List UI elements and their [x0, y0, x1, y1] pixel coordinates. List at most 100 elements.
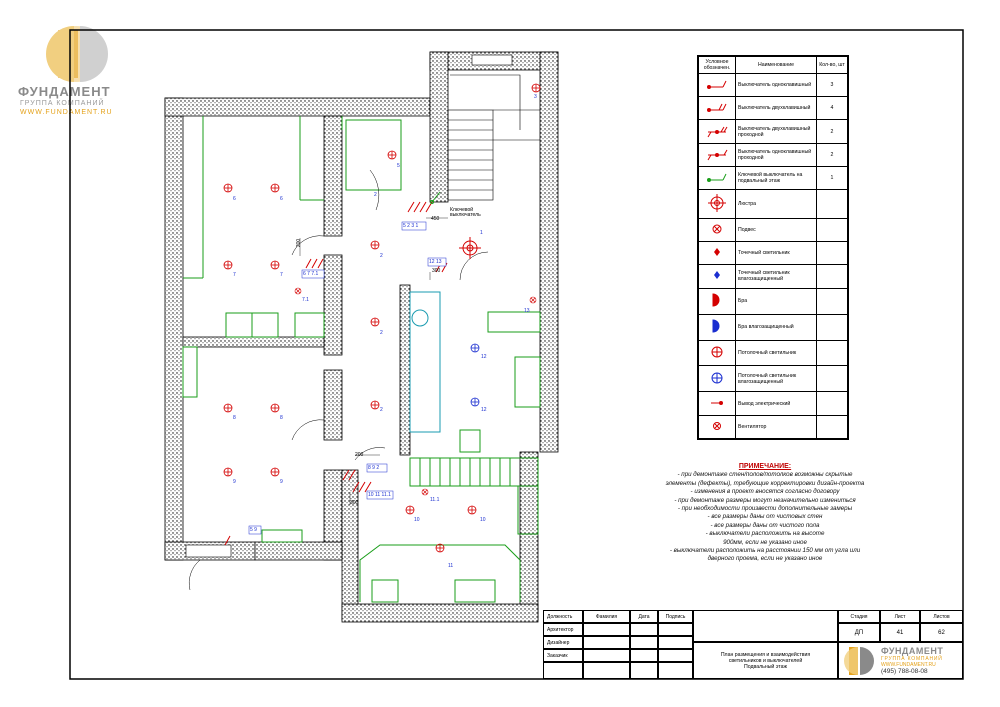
ceiling-light-waterproof-icon [711, 372, 723, 384]
note-line: элементы (дефекты), требующие корректиро… [665, 479, 865, 487]
legend-row: Вывод электрический [698, 391, 848, 416]
fan-icon [713, 421, 721, 430]
tb-label-position: Должность [543, 610, 583, 623]
switch-double-pass-icon [707, 126, 728, 137]
tb-brand-subtitle: ГРУППА КОМПАНИЙ [881, 656, 943, 662]
chandelier-icon [708, 194, 726, 213]
switch-icons [224, 201, 448, 546]
switch-single-pass-icon [707, 149, 728, 161]
key-switch-icon [430, 191, 441, 204]
switch-group-6: 5 9 [250, 527, 257, 533]
legend-row: Точечный светильник [698, 241, 848, 266]
fixture-number: 5 [397, 163, 400, 169]
tb-cell-empty [543, 662, 583, 679]
tb-cell-empty [630, 649, 658, 662]
key-switch-icon [707, 173, 727, 183]
tb-description-line: План размещения и взаимодействия [720, 651, 811, 658]
tb-description-line: светильников и выключателей [728, 657, 803, 664]
legend-row: Бра влагозащищенный [698, 313, 848, 341]
fixture-number: 11.1 [430, 497, 440, 503]
fixture-number: 10 [480, 517, 486, 523]
brand-subtitle: ГРУППА КОМПАНИЙ [20, 100, 105, 107]
legend-row: Потолочный светильник [698, 339, 848, 367]
ceiling-lights [223, 83, 541, 553]
switch-single-icon [707, 80, 727, 90]
ceiling-light-icon [711, 346, 723, 358]
dim-200-lower: 200 [355, 452, 364, 458]
walls [164, 51, 559, 623]
legend-row: Потолочный светильник влагозащищенный [698, 365, 848, 393]
fixture-number: 1 [480, 230, 483, 236]
tb-sheets-value: 62 [920, 623, 963, 642]
legend-row: Точечный светильник влагозащищенный [698, 264, 848, 289]
note-line: - при демонтаже стен/полов/потолков возм… [677, 471, 853, 479]
tb-stage-value: ДП [838, 623, 880, 642]
tb-header-signature: Подпись [658, 610, 693, 623]
window-top [471, 54, 513, 66]
tb-cell-empty [658, 649, 693, 662]
fixture-number: 9 [280, 479, 283, 485]
switch-group-5: 10 11 11.1 [368, 492, 391, 498]
tb-cell-empty [630, 623, 658, 636]
switch-group-3: 12 13 [429, 259, 442, 265]
logo-mark-icon [844, 646, 874, 675]
brand-website: WWW.FUNDAMENT.RU [20, 109, 113, 116]
fixture-number: 2 [380, 407, 383, 413]
fixture-number: 6 [233, 196, 236, 202]
switch-group-2: 6 7 7.1 [303, 271, 319, 277]
dim-300-lower: 300 [350, 500, 359, 506]
note-line: дверного проема, если не указано иное [707, 555, 823, 563]
fixture-number: 2 [380, 330, 383, 336]
note-line: - выключатели расположить на расстоянии … [669, 547, 861, 555]
spotlight-waterproof-icon [714, 271, 720, 280]
fixture-number: 3 [534, 94, 537, 100]
note-line: - при демонтаже размеры могут незначител… [674, 496, 856, 504]
sheet-frame [69, 29, 964, 680]
fixture-number: 7 [233, 272, 236, 278]
tb-brand-name: ФУНДАМЕНТ [881, 646, 944, 656]
doors [188, 169, 489, 591]
note-line: - все размеры даны от чистого пола [710, 521, 820, 529]
tb-cell-empty [658, 636, 693, 649]
legend-row: Подвес [698, 217, 848, 243]
tb-sheet-header: Лист [880, 610, 920, 623]
legend-row: Люстра [698, 189, 848, 219]
tb-label-client: Заказчик [543, 649, 583, 662]
tb-header-date: Дата [630, 610, 658, 623]
tb-cell-empty [583, 649, 630, 662]
fixture-number: 11 [448, 563, 454, 569]
fixture-number: 12 [481, 354, 487, 360]
fixture-number: 8 [233, 415, 236, 421]
tb-sheet-value: 41 [880, 623, 920, 642]
dim-300-upper: 300 [432, 268, 441, 274]
legend-row: Вентилятор [698, 414, 848, 440]
key-switch-label: Ключевой выключатель [450, 207, 481, 218]
tb-sheets-header: Листов [920, 610, 963, 623]
note-line: - выключатели расположить на высоте [705, 530, 825, 538]
note-line: - при необходимости произвести дополните… [677, 505, 853, 513]
switch-group-labels [248, 221, 447, 535]
switch-group-4: 8 9 2 [368, 465, 380, 471]
tb-cell-empty [583, 636, 630, 649]
fixture-number: 7 [280, 272, 283, 278]
fixture-number: 6 [280, 196, 283, 202]
fixture-number: 7.1 [302, 297, 309, 303]
window-bottom-left [185, 544, 232, 558]
tb-cell-empty [583, 623, 630, 636]
tb-brand-website: WWW.FUNDAMENT.RU [881, 662, 936, 668]
tb-stage-header: Стадия [838, 610, 880, 623]
switch-group-1: 5 2 3 1 [403, 223, 419, 229]
tb-project-area [693, 610, 838, 642]
tb-cell-empty [658, 623, 693, 636]
notes-block: ПРИМЕЧАНИЕ: - при демонтаже стен/полов/п… [640, 463, 890, 564]
tb-cell-empty [583, 662, 630, 679]
fixture-number: 9 [233, 479, 236, 485]
legend-row: Бра [698, 287, 848, 315]
